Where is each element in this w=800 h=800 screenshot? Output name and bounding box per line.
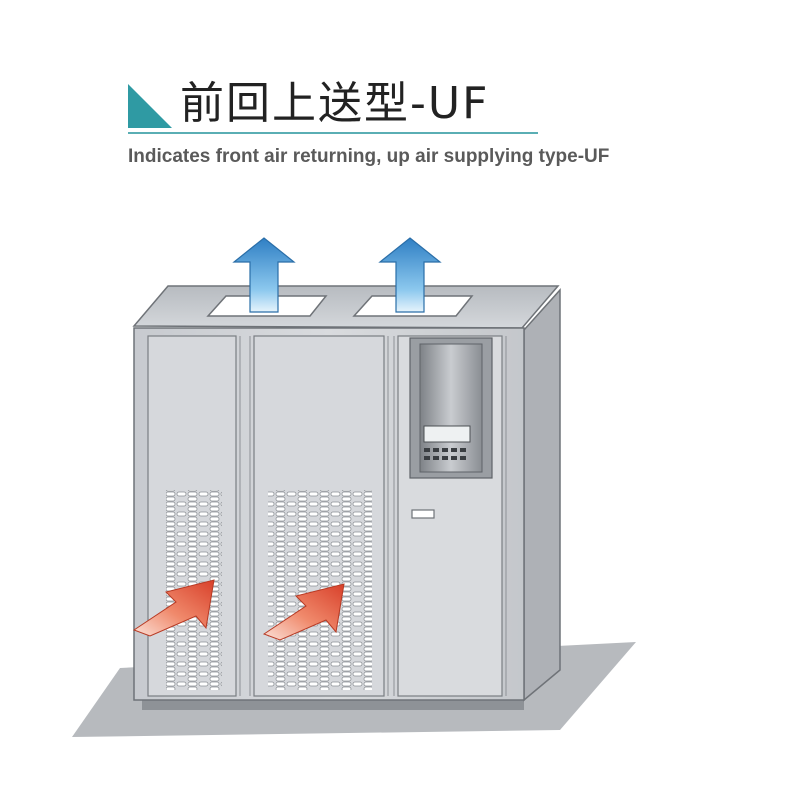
cabinet-side [523, 288, 561, 702]
page-title: 前回上送型-UF [180, 78, 490, 129]
door-handle [411, 509, 435, 519]
control-panel [409, 337, 493, 479]
header: 前回上送型-UF Indicates front air returning, … [0, 0, 800, 200]
display-screen [423, 425, 471, 443]
page-subtitle: Indicates front air returning, up air su… [128, 146, 610, 167]
diagonal-arrow-icon [132, 579, 215, 637]
diagonal-arrow-icon [262, 583, 345, 641]
up-arrow-icon [378, 237, 442, 313]
title-triangle-icon [128, 84, 172, 128]
cabinet-top [132, 285, 560, 329]
title-underline [128, 132, 538, 134]
cabinet-base [142, 698, 524, 710]
up-arrow-icon [232, 237, 296, 313]
